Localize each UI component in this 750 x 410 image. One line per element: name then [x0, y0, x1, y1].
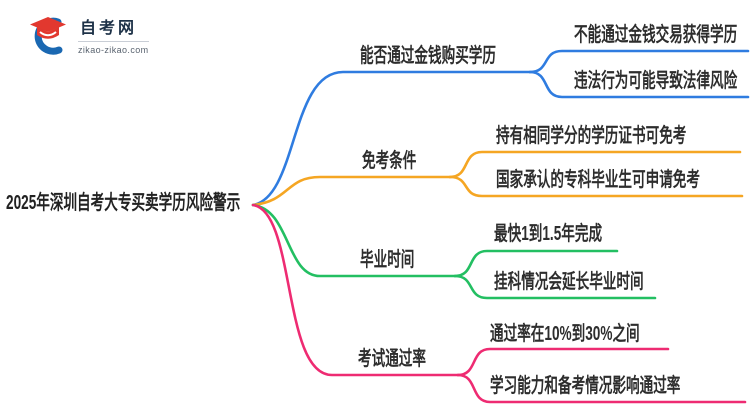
logo-title: 自考网 [80, 19, 138, 37]
branch-label-graduation-time: 毕业时间 [360, 249, 415, 271]
branch-3-fork-up-line [453, 249, 619, 278]
branch-1-trunk-line [251, 70, 532, 207]
branch-label-exemption: 免考条件 [362, 150, 417, 172]
leaf-fastest-completion: 最快1到1.5年完成 [494, 223, 603, 245]
branch-3-fork-down-line [453, 274, 657, 300]
branch-4-fork-down-line [456, 373, 747, 404]
branch-4-trunk-line [251, 203, 460, 377]
branch-3-trunk-line [251, 203, 457, 278]
branch-label-pass-rate: 考试通过率 [358, 348, 426, 370]
root-topic: 2025年深圳自考大专买卖学历风险警示 [6, 192, 241, 214]
leaf-fail-delays: 挂科情况会延长毕业时间 [494, 271, 644, 293]
leaf-legal-risk: 违法行为可能导致法律风险 [574, 70, 738, 92]
leaf-pass-rate-range: 通过率在10%到30%之间 [490, 323, 640, 345]
logo: 自考网 zikao-zikao.com [26, 11, 149, 57]
leaf-state-recognized-exempt: 国家承认的专科毕业生可申请免考 [496, 169, 700, 191]
graduation-cap-logo-icon [30, 17, 66, 55]
logo-text-block: 自考网 zikao-zikao.com [78, 14, 149, 55]
branch-4-fork-up-line [456, 347, 670, 377]
branch-2-fork-up-line [448, 150, 742, 179]
logo-domain-url: zikao-zikao.com [78, 40, 149, 55]
leaf-same-credit-exempt: 持有相同学分的学历证书可免考 [496, 125, 687, 147]
branch-1-fork-down-line [528, 70, 750, 99]
branch-1-fork-up-line [528, 49, 750, 74]
branch-2-fork-down-line [448, 175, 744, 198]
leaf-ability-affects-rate: 学习能力和备考情况影响通过率 [490, 375, 681, 397]
branch-2-trunk-line [251, 175, 452, 207]
branch-label-buy-diploma: 能否通过金钱购买学历 [360, 45, 496, 67]
leaf-no-money-trade: 不能通过金钱交易获得学历 [574, 24, 738, 46]
